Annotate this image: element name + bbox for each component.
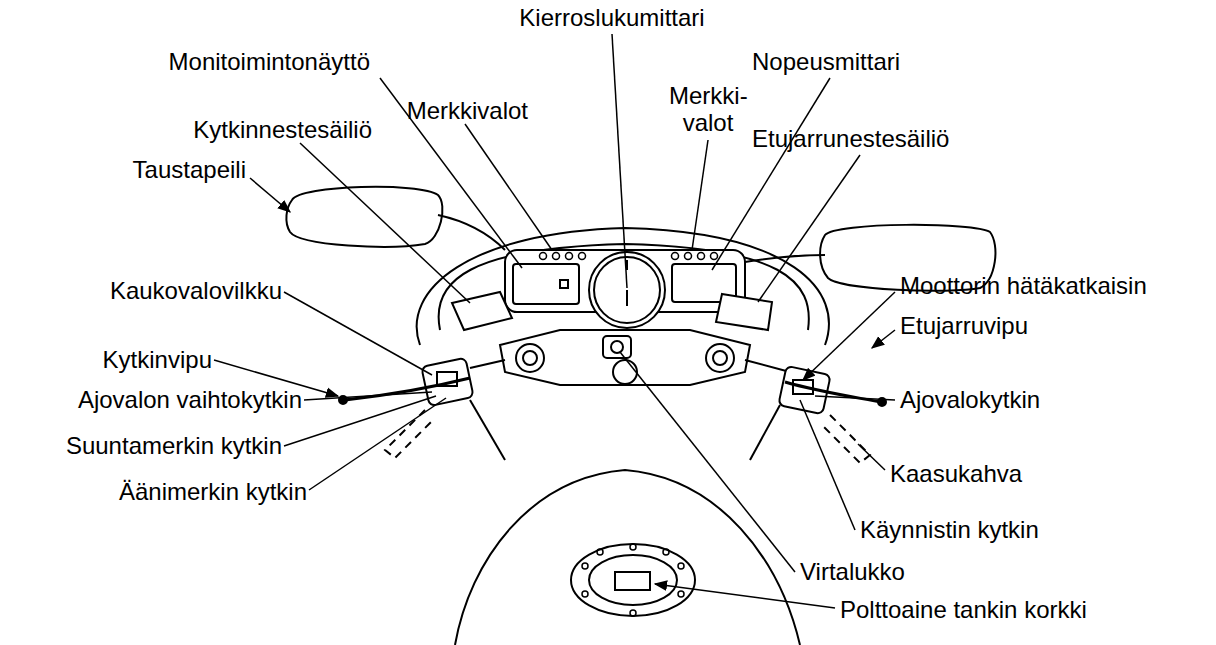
- switch-label: Suuntamerkin kytkin: [66, 432, 282, 459]
- switch-label: Ajovalokytkin: [900, 386, 1040, 413]
- leader-line: [465, 124, 552, 250]
- right-handlebar: [745, 360, 790, 372]
- indicator-label: Merkkivalot: [407, 97, 528, 124]
- leader-line: [800, 400, 855, 530]
- fuel-cap: [589, 555, 677, 605]
- leader-line: [284, 396, 436, 446]
- ignition-keyhole: [611, 341, 623, 353]
- left-fork-line: [470, 400, 505, 460]
- leader-line: [304, 392, 432, 400]
- tachometer-label: Kierroslukumittari: [519, 4, 704, 31]
- leader-line: [758, 155, 860, 302]
- reservoir-label: Etujarrunestesäiliö: [752, 125, 949, 152]
- leader-line: [284, 292, 432, 375]
- leader-arrow: [655, 584, 835, 608]
- brake-reservoir: [716, 294, 772, 330]
- fuel-cap-ring: [571, 544, 695, 616]
- tachometer: [589, 252, 665, 328]
- mirror-label: Taustapeili: [133, 156, 246, 183]
- leader-line: [309, 398, 446, 490]
- display-button: [560, 280, 568, 288]
- switch-label: Kaukovalovilkku: [110, 277, 282, 304]
- indicator-lamps: [540, 253, 718, 260]
- leader-arrow: [250, 178, 290, 212]
- leader-arrow: [803, 292, 895, 380]
- throttle-grip: [820, 415, 870, 463]
- display-label: Monitoimintonäyttö: [169, 48, 370, 75]
- right-fork-cap: [706, 344, 734, 372]
- fuel-tank: [455, 470, 800, 645]
- right-fork-line: [750, 405, 780, 460]
- left-mirror: [286, 187, 442, 247]
- throttle-label: Kaasukahva: [890, 460, 1022, 487]
- switch-label: Käynnistin kytkin: [860, 516, 1039, 543]
- switch-label: Äänimerkin kytkin: [119, 478, 307, 505]
- motorcycle-drawing: [286, 187, 995, 645]
- fuel-cap-lid: [615, 572, 650, 590]
- ignition-label: Virtalukko: [800, 558, 905, 585]
- leader-line: [620, 352, 795, 572]
- ignition-switch: [603, 336, 631, 358]
- leader-line: [612, 34, 627, 288]
- right-fork-bolt: [713, 351, 727, 365]
- lever-label: Kytkinvipu: [103, 346, 212, 373]
- lever-label: Etujarruvipu: [900, 312, 1028, 339]
- leader-line: [858, 444, 885, 470]
- switch-label: Moottorin hätäkatkaisin: [900, 272, 1147, 299]
- indicator-label: Merkki- valot: [669, 82, 747, 136]
- left-display: [513, 264, 579, 304]
- fuel-cap-label: Polttoaine tankin korkki: [840, 596, 1087, 623]
- clutch-reservoir: [452, 292, 512, 330]
- stem-nut: [613, 360, 637, 384]
- tachometer-needle: [626, 290, 628, 306]
- tachometer-face: [594, 257, 660, 323]
- speedometer-label: Nopeusmittari: [752, 48, 900, 75]
- left-fork-cap: [516, 344, 544, 372]
- left-fork-bolt: [523, 351, 537, 365]
- leader-line: [300, 143, 470, 303]
- windscreen: [417, 228, 829, 345]
- reservoir-label: Kytkinnestesäiliö: [193, 116, 372, 143]
- leader-arrow: [872, 330, 895, 348]
- switch-label: Ajovalon vaihtokytkin: [78, 386, 302, 413]
- leader-line: [692, 140, 708, 250]
- leader-line: [815, 396, 895, 400]
- fuel-cap-bolts: [582, 544, 684, 616]
- fairing: [439, 244, 809, 330]
- left-handlebar: [470, 360, 505, 368]
